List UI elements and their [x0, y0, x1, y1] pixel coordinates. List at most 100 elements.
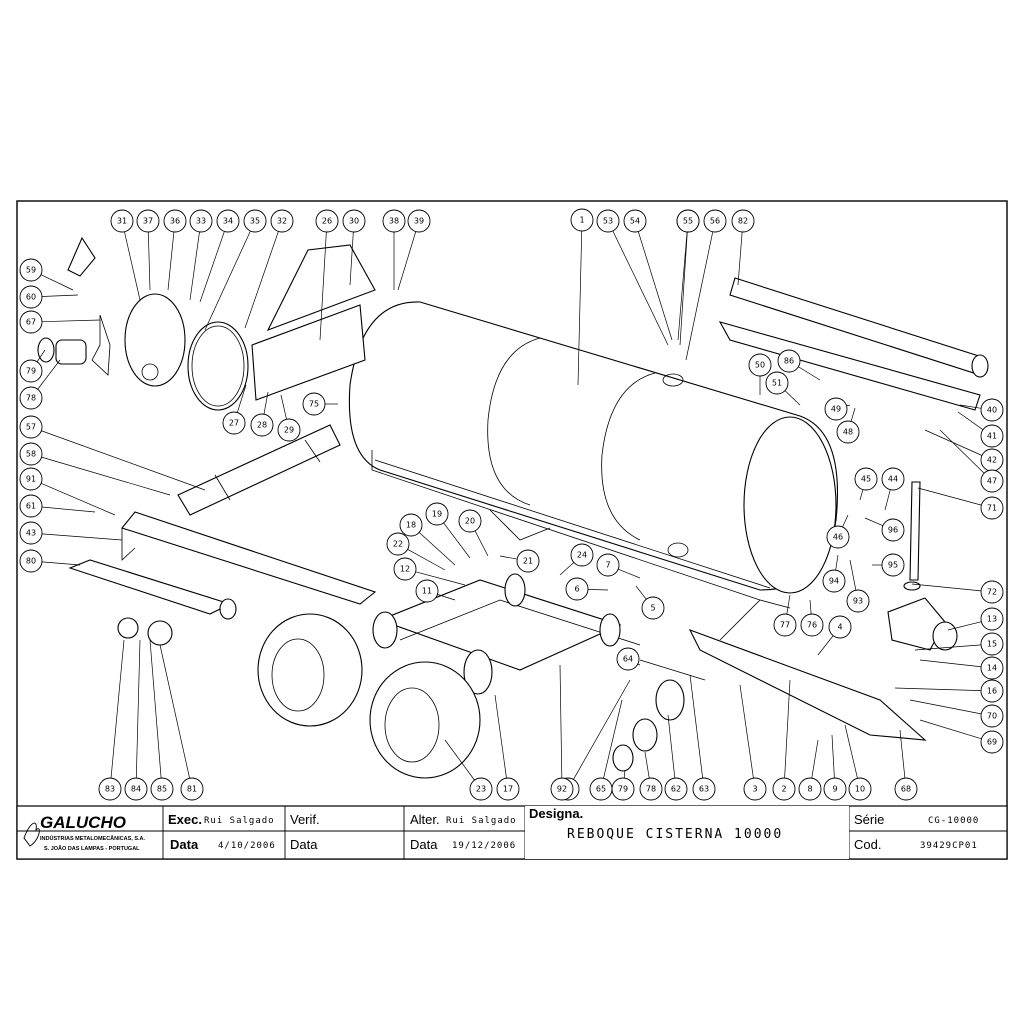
callout-number: 37: [143, 217, 153, 226]
callout-number: 76: [807, 621, 817, 630]
designation-value: REBOQUE CISTERNA 10000: [567, 827, 783, 842]
callout-balloon: [469, 777, 493, 801]
callout-balloon: [382, 209, 406, 233]
callout-number: 55: [683, 217, 693, 226]
callout-56: 56: [685, 209, 727, 361]
callout-leader: [959, 404, 982, 409]
callout-balloon: [980, 580, 1004, 604]
callout-balloon: [639, 777, 663, 801]
callout-number: 94: [829, 577, 839, 586]
callout-balloon: [881, 467, 905, 491]
callout-number: 4: [837, 623, 842, 632]
callout-balloon: [731, 209, 755, 233]
callout-number: 93: [853, 597, 863, 606]
company-subtitle: INDÚSTRIAS METALOMECÂNICAS, S.A.: [40, 835, 145, 842]
callout-balloon: [570, 543, 594, 567]
callout-number: 20: [465, 517, 475, 526]
callout-75: 75: [302, 392, 338, 416]
callout-63: 63: [689, 674, 716, 801]
callout-leader: [612, 230, 669, 346]
callout-balloon: [302, 392, 326, 416]
callout-number: 58: [26, 450, 36, 459]
callout-number: 15: [987, 640, 997, 649]
callout-leader: [835, 554, 839, 571]
callout-3: 3: [739, 684, 767, 801]
callout-53: 53: [596, 209, 669, 346]
callout-balloon: [980, 607, 1004, 631]
callout-leader: [41, 294, 79, 297]
callout-number: 46: [833, 533, 843, 542]
callout-24: 24: [559, 543, 594, 576]
callout-number: 30: [349, 217, 359, 226]
callout-balloon: [980, 656, 1004, 680]
callout-balloon: [19, 521, 43, 545]
callout-leader: [236, 384, 247, 413]
callout-balloon: [516, 549, 540, 573]
callout-number: 75: [309, 400, 319, 409]
callout-35: 35: [204, 209, 267, 331]
callout-balloon: [136, 209, 160, 233]
callout-96: 96: [864, 517, 905, 542]
alter-label: Alter.: [410, 812, 440, 827]
door-panels: [37, 236, 376, 411]
callout-number: 48: [843, 428, 853, 437]
callout-leader: [939, 429, 985, 474]
callout-68: 68: [894, 729, 918, 801]
callout-balloon: [19, 549, 43, 573]
callout-balloon: [980, 704, 1004, 728]
callout-balloon: [765, 371, 789, 395]
callout-number: 82: [738, 217, 748, 226]
callout-balloon: [407, 209, 431, 233]
callout-76: 76: [800, 599, 824, 637]
wheels: [257, 613, 481, 779]
callout-balloon: [19, 310, 43, 334]
callout-27: 27: [222, 384, 247, 435]
callout-8: 8: [798, 739, 822, 801]
title-block: GALUCHO INDÚSTRIAS METALOMECÂNICAS, S.A.…: [16, 805, 1008, 860]
callout-balloon: [110, 209, 134, 233]
callout-balloon: [798, 777, 822, 801]
callout-balloon: [393, 557, 417, 581]
callout-48: 48: [836, 407, 860, 444]
callout-balloon: [19, 467, 43, 491]
alter-date: 19/12/2006: [452, 841, 516, 851]
parts-artwork: [37, 236, 989, 779]
callout-number: 67: [26, 318, 36, 327]
callout-balloon: [748, 353, 772, 377]
callout-85: 85: [149, 639, 174, 801]
callout-balloon: [772, 777, 796, 801]
callout-80: 80: [19, 549, 81, 573]
callout-leader: [679, 231, 688, 346]
callout-balloon: [596, 553, 620, 577]
callout-balloon: [216, 209, 240, 233]
callout-95: 95: [872, 553, 905, 577]
callout-82: 82: [731, 209, 755, 286]
callout-leader: [397, 231, 417, 291]
callout-number: 6: [574, 585, 579, 594]
callout-balloon: [342, 209, 366, 233]
callout-16: 16: [894, 679, 1004, 703]
callout-11: 11: [415, 579, 456, 603]
callout-leader: [167, 231, 175, 291]
alter-date-label: Data: [410, 837, 438, 852]
callout-leader: [811, 739, 819, 779]
callout-balloon: [828, 615, 852, 639]
callout-43: 43: [19, 521, 123, 545]
callout-number: 60: [26, 293, 36, 302]
callout-59: 59: [19, 258, 74, 291]
callout-number: 78: [26, 394, 36, 403]
callout-37: 37: [136, 209, 160, 291]
callout-balloon: [846, 589, 870, 613]
callout-leader: [919, 659, 982, 668]
callout-number: 19: [432, 510, 442, 519]
callout-balloon: [641, 596, 665, 620]
callout-leader: [149, 639, 162, 779]
callout-leader: [573, 679, 631, 780]
callout-number: 7: [605, 561, 610, 570]
callout-30: 30: [342, 209, 366, 286]
callout-balloon: [243, 209, 267, 233]
top-tube: [718, 277, 989, 411]
callout-72: 72: [911, 580, 1004, 604]
callout-number: 18: [406, 521, 416, 530]
